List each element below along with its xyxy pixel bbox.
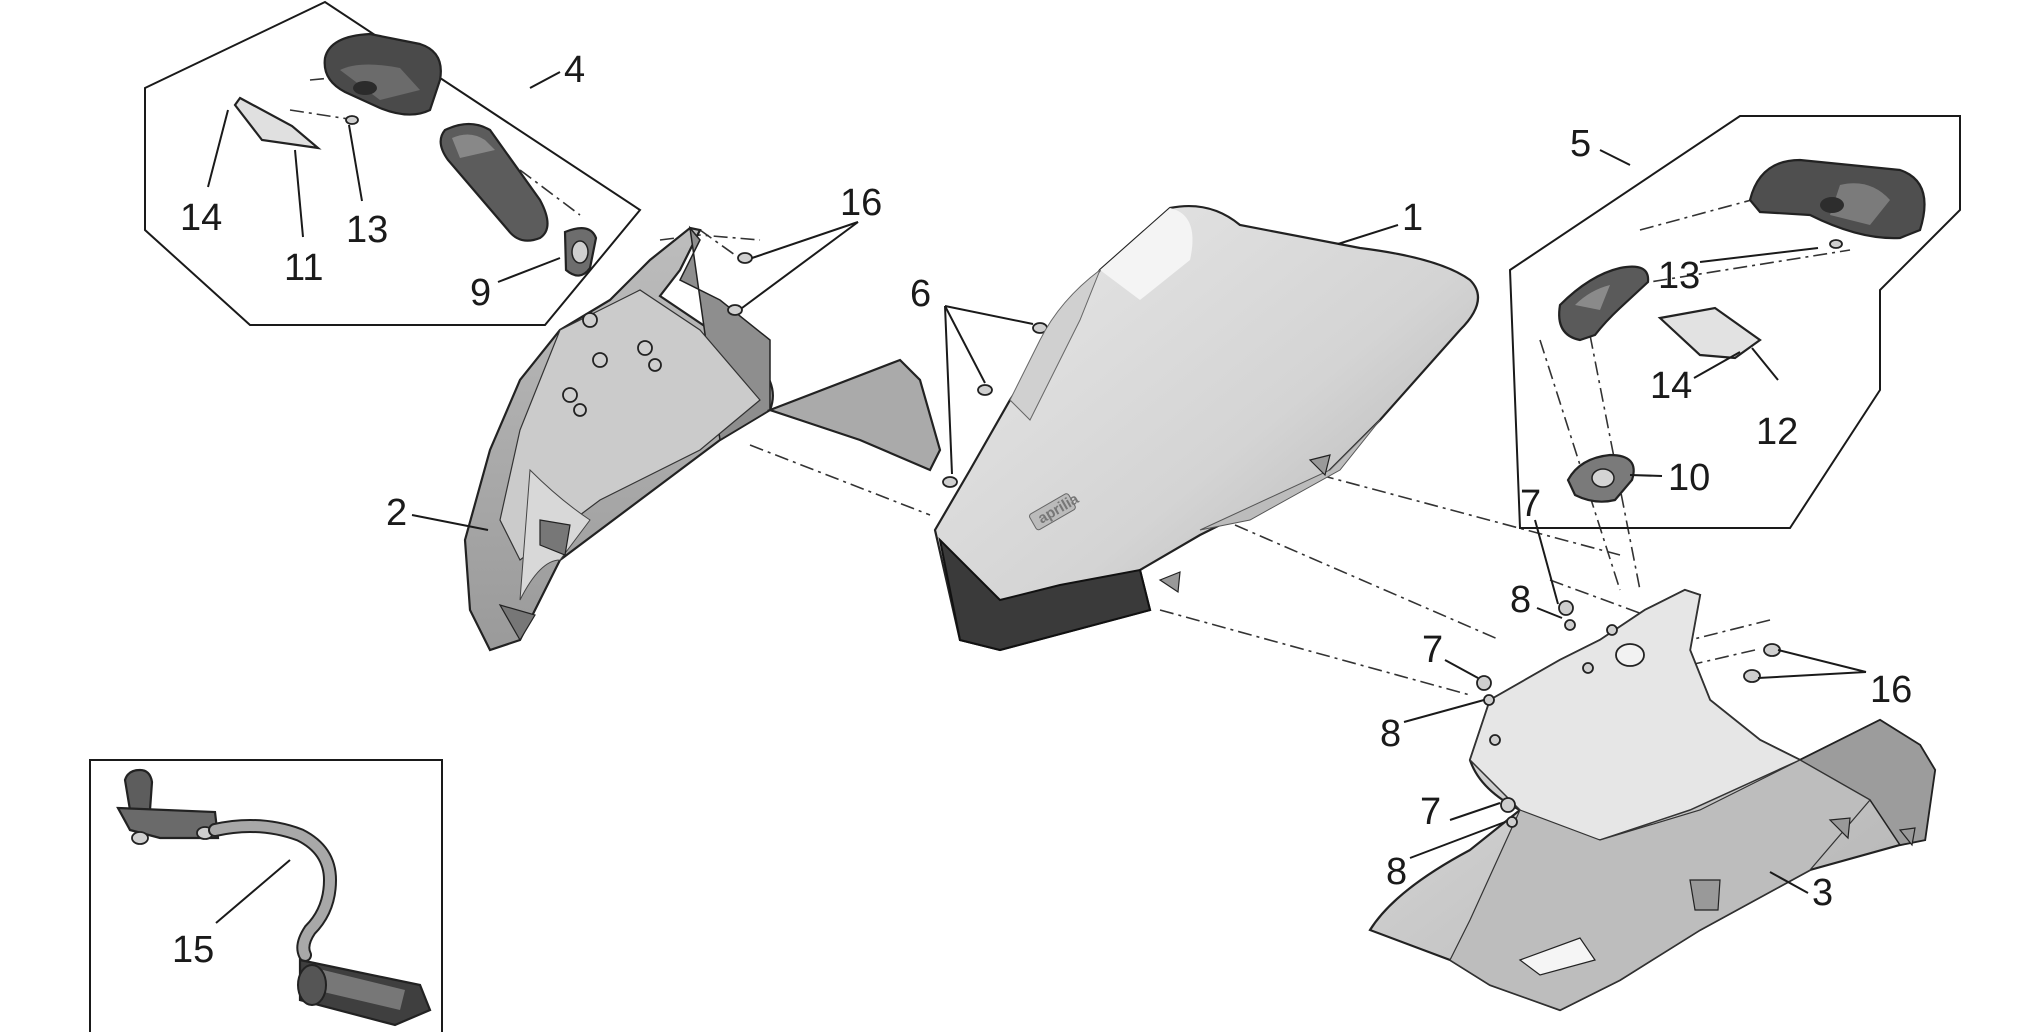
right-mirror-gasket [1566, 453, 1635, 503]
right-mirror-glass [1657, 306, 1762, 360]
leader-lines [207, 71, 1867, 924]
callout-5: 5 [1570, 123, 1591, 165]
callout-6: 6 [910, 273, 931, 315]
callout-8-b: 8 [1380, 713, 1401, 755]
left-mirror-gasket [563, 227, 598, 277]
part-2-inner-fairing [463, 225, 942, 652]
part-1-windscreen: aprilia [933, 204, 1480, 652]
left-mirror-glass [233, 96, 322, 150]
callout-7-a: 7 [1520, 483, 1541, 525]
fasteners-7-8 [1476, 600, 1576, 828]
callout-10: 10 [1668, 457, 1710, 499]
callout-1: 1 [1402, 197, 1423, 239]
callout-16-top: 16 [840, 182, 882, 224]
part-3-side-fairing [1368, 588, 1937, 1012]
left-mirror-housing [323, 32, 442, 116]
callout-14-left: 14 [180, 197, 222, 239]
callout-16-right: 16 [1870, 669, 1912, 711]
right-small-screw [1829, 239, 1843, 249]
left-mirror-arm [439, 122, 549, 242]
assembly-4-frame [144, 0, 642, 326]
right-mirror-housing [1748, 158, 1926, 240]
callout-8-a: 8 [1510, 579, 1531, 621]
left-small-screw [345, 115, 359, 125]
callout-12: 12 [1756, 411, 1798, 453]
right-fasteners-16 [1743, 643, 1781, 683]
part-15-wiring-harness [116, 768, 432, 1027]
callout-13-left: 13 [346, 209, 388, 251]
callout-8-c: 8 [1386, 851, 1407, 893]
callout-15: 15 [172, 929, 214, 971]
callout-9: 9 [470, 272, 491, 314]
callout-2: 2 [386, 492, 407, 534]
right-mirror-arm [1558, 265, 1650, 342]
callout-13-right: 13 [1658, 255, 1700, 297]
top-fasteners-16 [727, 252, 753, 316]
callout-4: 4 [564, 49, 585, 91]
callouts: 1 2 3 4 5 6 7 7 7 8 8 8 9 10 11 12 13 13… [172, 49, 1912, 971]
callout-11: 11 [284, 247, 323, 289]
callout-3: 3 [1812, 872, 1833, 914]
callout-7-c: 7 [1420, 791, 1441, 833]
callout-14-right: 14 [1650, 365, 1692, 407]
part-15-frame [89, 759, 443, 1032]
assembly-5-frame [1508, 115, 1961, 529]
callout-7-b: 7 [1422, 629, 1443, 671]
